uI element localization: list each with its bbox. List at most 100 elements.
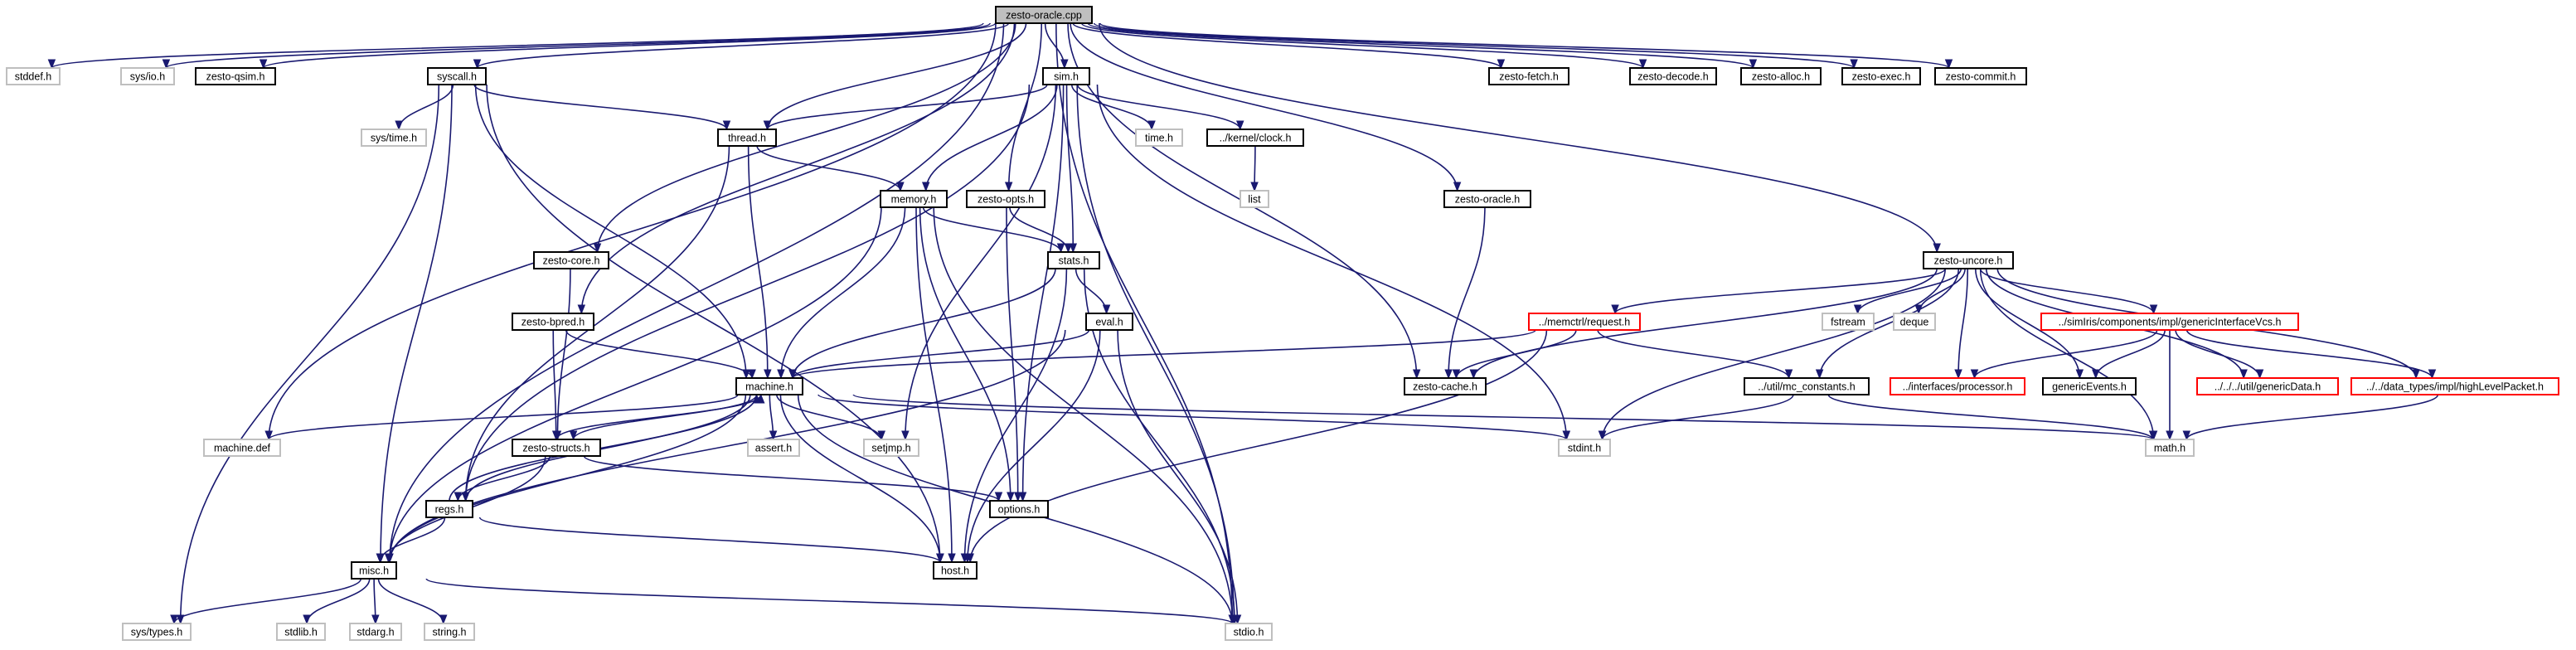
node-stddef-h: stddef.h [6,67,61,85]
node-label: zesto-uncore.h [1934,255,2003,267]
node-label: zesto-oracle.h [1455,194,1521,206]
edge-zesto_opts_h-to-stats_h [1009,206,1073,254]
node-zesto-core-h[interactable]: zesto-core.h [533,251,609,269]
node-label: machine.def [214,443,271,454]
node-zesto-commit-h[interactable]: zesto-commit.h [1934,67,2027,85]
node-interfaces-processor-h[interactable]: ../interfaces/processor.h [1890,377,2025,395]
edge-misc_h-to-stdlib_h [303,578,371,625]
node-thread-h[interactable]: thread.h [717,129,777,147]
node-zesto-structs-h[interactable]: zesto-structs.h [512,439,601,457]
edge-memctrl_request_h-to-machine_h [788,329,1536,380]
node-options-h[interactable]: options.h [989,500,1049,518]
node-zesto-bpred-h[interactable]: zesto-bpred.h [512,313,594,331]
node-label: ../util/mc_constants.h [1758,381,1855,393]
node-zesto-uncore-h[interactable]: zesto-uncore.h [1923,251,2014,269]
edge-zesto_uncore_h-to-util_mc_constants_h [1815,268,1960,380]
edge-zesto_uncore_h-to-memctrl_request_h [1611,268,1947,315]
node-label: ../simIris/components/impl/genericInterf… [2059,317,2282,328]
edge-generic_interface_vcs_h-to-high_level_packet_h [2185,329,2437,380]
node-label: zesto-cache.h [1413,381,1477,393]
node-memctrl-request-h[interactable]: ../memctrl/request.h [1528,313,1641,331]
node-stdio-h: stdio.h [1225,623,1273,641]
node-label: zesto-bpred.h [522,317,585,328]
edge-sim_h-to-kernel_clock_h [1076,84,1244,131]
node-util-generic-data-h[interactable]: ../../../util/genericData.h [2196,377,2339,395]
node-label: sys/io.h [130,71,165,83]
node-label: sys/types.h [131,627,183,638]
edge-thread_h-to-machine_h [747,145,772,380]
node-memory-h[interactable]: memory.h [880,190,948,208]
edge-zesto_structs_h-to-regs_h [454,455,551,502]
node-kernel-clock-h[interactable]: ../kernel/clock.h [1206,129,1304,147]
edges-layer [47,22,2439,625]
node-zesto-alloc-h[interactable]: zesto-alloc.h [1740,67,1822,85]
node-zesto-fetch-h[interactable]: zesto-fetch.h [1488,67,1569,85]
node-label: zesto-commit.h [1946,71,2016,83]
node-label: setjmp.h [871,443,910,454]
edge-zesto_oracle_cpp-to-zesto_decode_h [1080,22,1647,70]
node-regs-h[interactable]: regs.h [425,500,473,518]
node-label: zesto-fetch.h [1499,71,1559,83]
edge-generic_interface_vcs_h-to-util_generic_data_h [2175,329,2264,380]
node-misc-h[interactable]: misc.h [351,561,397,580]
edge-zesto_oracle_cpp-to-zesto_commit_h [1099,22,1953,70]
node-syscall-h[interactable]: syscall.h [427,67,487,85]
node-label: list [1248,194,1261,206]
edge-sim_h-to-memory_h [921,84,1058,192]
node-zesto-exec-h[interactable]: zesto-exec.h [1841,67,1921,85]
node-label: stdarg.h [357,627,394,638]
edge-stats_h-to-eval_h [1075,268,1111,315]
edge-kernel_clock_h-to-list [1250,145,1259,192]
node-label: deque [1900,317,1929,328]
node-sys-types-h: sys/types.h [122,623,192,641]
edge-zesto_uncore_h-to-interfaces_processor_h [1954,268,1969,380]
node-machine-def: machine.def [203,439,281,457]
node-zesto-decode-h[interactable]: zesto-decode.h [1629,67,1717,85]
edge-zesto_opts_h-to-options_h [1006,206,1022,502]
node-zesto-qsim-h[interactable]: zesto-qsim.h [195,67,276,85]
edge-generic_interface_vcs_h-to-math_h [2166,329,2174,441]
edge-stats_h-to-machine_h [788,268,1056,380]
node-eval-h[interactable]: eval.h [1085,313,1133,331]
node-math-h: math.h [2145,439,2195,457]
edge-high_level_packet_h-to-math_h [2182,394,2439,441]
node-generic-interface-vcs-h[interactable]: ../simIris/components/impl/genericInterf… [2040,313,2299,331]
edge-syscall_h-to-misc_h [376,84,453,564]
edge-zesto_oracle_cpp-to-zesto_oracle_h [1070,22,1462,192]
edge-eval_h-to-host_h [963,329,1101,564]
edge-regs_h-to-host_h [478,517,944,564]
node-label: stats.h [1059,255,1089,267]
node-label: sim.h [1054,71,1079,83]
node-label: memory.h [891,194,937,206]
edge-misc_h-to-stdarg_h [371,578,380,625]
node-label: syscall.h [437,71,477,83]
edge-zesto_bpred_h-to-machine_h [565,329,756,380]
node-label: zesto-core.h [543,255,600,267]
node-zesto-oracle-h[interactable]: zesto-oracle.h [1443,190,1531,208]
edge-memory_h-to-host_h [915,206,956,564]
node-label: string.h [433,627,467,638]
node-label: stddef.h [15,71,52,83]
edge-machine_h-to-assert_h [769,394,778,441]
edge-zesto_oracle_cpp-to-sys_io_h [162,22,991,70]
node-setjmp-h: setjmp.h [863,439,919,457]
node-label: zesto-alloc.h [1752,71,1810,83]
node-zesto-cache-h[interactable]: zesto-cache.h [1404,377,1487,395]
node-zesto-oracle-cpp[interactable]: zesto-oracle.cpp [995,6,1093,24]
node-machine-h[interactable]: machine.h [735,377,803,395]
edge-machine_h-to-stdint_h [817,394,1571,441]
edge-memory_h-to-options_h [919,206,1015,502]
node-high-level-packet-h[interactable]: ../../data_types/impl/highLevelPacket.h [2350,377,2559,395]
edge-zesto_oracle_cpp-to-zesto_qsim_h [259,22,997,70]
node-sim-h[interactable]: sim.h [1042,67,1090,85]
edge-zesto_structs_h-to-options_h [583,455,1003,502]
node-generic-events-h[interactable]: genericEvents.h [2042,377,2137,395]
node-label: genericEvents.h [2052,381,2127,393]
node-host-h[interactable]: host.h [933,561,978,580]
node-stats-h[interactable]: stats.h [1047,251,1100,269]
node-util-mc-constants-h[interactable]: ../util/mc_constants.h [1744,377,1870,395]
node-zesto-opts-h[interactable]: zesto-opts.h [966,190,1045,208]
node-label: thread.h [728,133,766,144]
edge-machine_h-to-setjmp_h [776,394,885,441]
